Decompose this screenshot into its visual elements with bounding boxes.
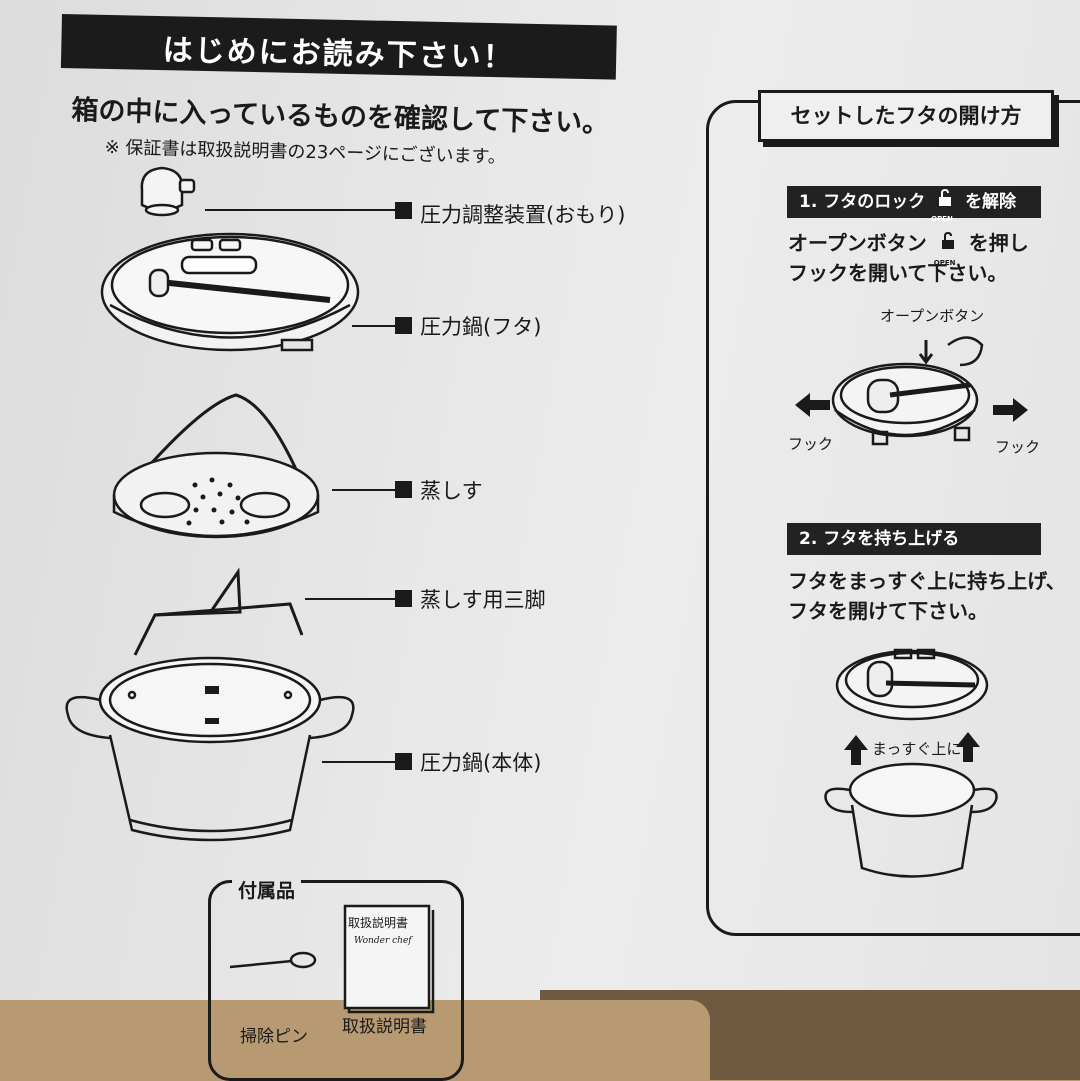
trivet-drawing (133, 567, 304, 656)
hook-left-label: フック (788, 435, 834, 453)
manual-drawing (343, 904, 435, 1014)
steamer-basket-drawing (112, 393, 320, 539)
step1-arrows (795, 393, 1028, 422)
item-label: 圧力鍋(フタ) (420, 315, 542, 339)
accessories-title: 付属品 (232, 876, 302, 903)
item-pot-body: 圧力鍋(本体) (0, 749, 700, 775)
item-label: 蒸しす (420, 479, 483, 503)
lid-opening-title: セットしたフタの開け方 (758, 90, 1054, 142)
pressure-weight-drawing (140, 166, 196, 217)
pot-body-drawing (65, 656, 355, 842)
manual-cover-title: 取扱説明書 (348, 916, 409, 930)
open-label: OPEN (933, 258, 956, 267)
step1-heading-suffix: を解除 (965, 192, 1017, 212)
step1-body-line2: フックを開いて下さい。 (788, 261, 1008, 285)
step2-body-line1: フタをまっすぐ上に持ち上げ、 (788, 569, 1066, 593)
item-trivet: 蒸しす用三脚 (0, 586, 700, 612)
step2-heading: 2. フタを持ち上げる (787, 523, 1041, 555)
step2-lid-drawing (835, 648, 989, 721)
item-pressure-weight: 圧力調整装置(おもり) (0, 201, 700, 227)
manual-cover-brand: Wonder chef (354, 936, 412, 946)
hook-right-label: フック (995, 438, 1041, 456)
cleaning-pin-label: 掃除ピン (240, 1027, 308, 1047)
unlock-icon: OPEN (931, 188, 955, 223)
step1-body-line1: オープンボタン (788, 231, 927, 255)
pot-lid-drawing (100, 232, 360, 352)
step2-body: フタをまっすぐ上に持ち上げ、 フタを開けて下さい。 (788, 566, 1066, 626)
step2-pot-drawing (824, 762, 998, 878)
manual-label: 取扱説明書 (342, 1017, 427, 1037)
step2-arrows (844, 732, 980, 765)
step1-body: オープンボタン OPEN を押し フックを開いて下さい。 (788, 228, 1029, 288)
item-label: 圧力鍋(本体) (420, 751, 542, 775)
step1-body-line1-suffix: を押し (968, 231, 1029, 255)
step1-heading-text: 1. フタのロック (799, 192, 926, 212)
open-label: OPEN (931, 215, 953, 223)
open-button-icon: OPEN (934, 231, 958, 267)
step1-lid-drawing (831, 336, 984, 446)
item-label: 圧力調整装置(おもり) (420, 203, 626, 227)
item-pot-lid: 圧力鍋(フタ) (0, 313, 700, 339)
open-button-callout: オープンボタン (880, 307, 985, 325)
item-steamer-basket: 蒸しす (0, 477, 700, 503)
step1-heading: 1. フタのロック OPEN を解除 (787, 186, 1041, 223)
straight-up-label: まっすぐ上に (872, 740, 962, 758)
cleaning-pin-drawing (229, 951, 317, 969)
step2-body-line2: フタを開けて下さい。 (788, 599, 988, 623)
box-cutout-edge (540, 1000, 710, 1080)
item-label: 蒸しす用三脚 (420, 588, 546, 612)
